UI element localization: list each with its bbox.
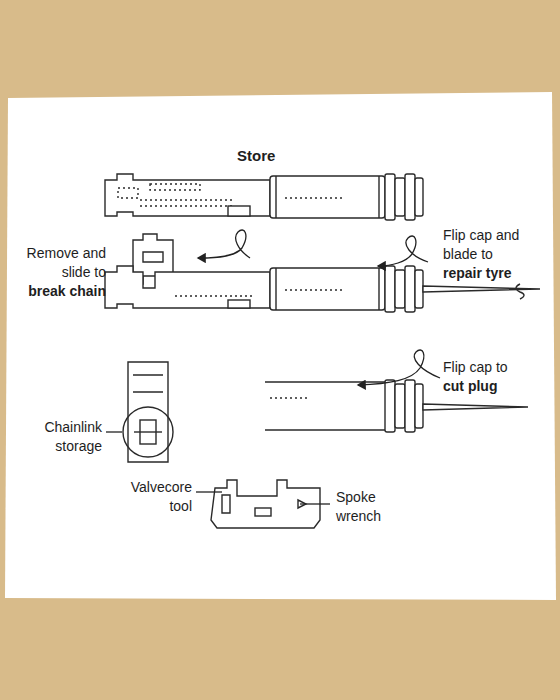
motion-arrow — [198, 230, 250, 258]
leader-line — [106, 431, 122, 432]
instruction-text: repair tyre — [443, 264, 553, 283]
multitool-stored — [105, 174, 423, 220]
leader-line — [300, 503, 330, 504]
instruction-text: Flip cap to — [443, 358, 553, 377]
paper-sheet — [5, 92, 556, 600]
part-label: Chainlink storage — [14, 418, 102, 456]
motion-arrow — [358, 350, 440, 385]
part-label: Spoke wrench — [336, 488, 416, 526]
chainlink-storage-part — [123, 362, 173, 462]
leader-line — [196, 491, 222, 492]
instruction-text: cut plug — [443, 377, 553, 396]
motion-arrow — [378, 236, 428, 266]
section-title: Store — [237, 146, 297, 165]
instruction-text: Flip cap and blade to — [443, 226, 553, 264]
part-label: Valvecore tool — [106, 478, 192, 516]
instruction-text: Remove and slide to — [16, 244, 106, 282]
instruction-text: break chain — [6, 282, 106, 301]
